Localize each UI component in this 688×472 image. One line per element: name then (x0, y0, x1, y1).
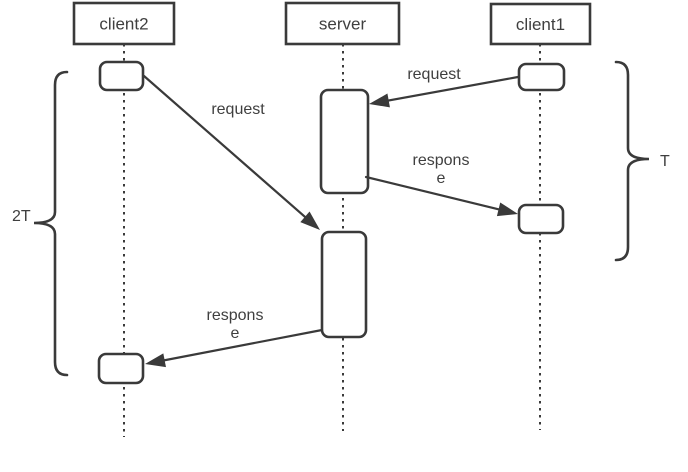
activation-box-server-4 (320, 230, 368, 339)
request-client1-to-server-arrowhead-icon (369, 93, 390, 108)
request-client2-to-server-line (142, 74, 314, 225)
bracket-T-brace-icon (614, 60, 650, 262)
response-server-to-client2-arrowhead-icon (145, 353, 166, 368)
response-server-to-client2-label-line2: e (231, 325, 240, 342)
request-client2-to-server-arrowhead-icon (300, 211, 320, 230)
bracket-2T-brace-icon (33, 70, 69, 377)
activation-box-client1-3 (517, 203, 565, 235)
actor-box-client2 (72, 1, 176, 46)
response-server-to-client2-line (153, 328, 324, 364)
activation-box-client2-0 (98, 60, 145, 92)
request-client1-to-server-label-line1: request (407, 66, 461, 83)
actor-box-client1 (489, 2, 592, 46)
activation-box-client1-2 (517, 62, 566, 92)
response-server-to-client1-arrowhead-icon (496, 202, 518, 217)
actor-label-client2: client2 (99, 15, 148, 34)
response-server-to-client1-label-line1: respons (413, 152, 470, 169)
activation-box-client2-5 (97, 352, 145, 385)
actor-box-server (284, 1, 401, 46)
request-client1-to-server-line (377, 75, 520, 104)
response-server-to-client1-line (364, 175, 510, 213)
bracket-T-label: T (660, 153, 670, 170)
response-server-to-client1-label-line2: e (437, 170, 446, 187)
activation-box-server-1 (319, 88, 370, 195)
request-client2-to-server-label-line1: request (211, 101, 265, 118)
actor-label-client1: client1 (516, 15, 565, 34)
actor-label-server: server (319, 15, 367, 34)
bracket-2T-label: 2T (12, 208, 31, 225)
response-server-to-client2-label-line1: respons (207, 307, 264, 324)
